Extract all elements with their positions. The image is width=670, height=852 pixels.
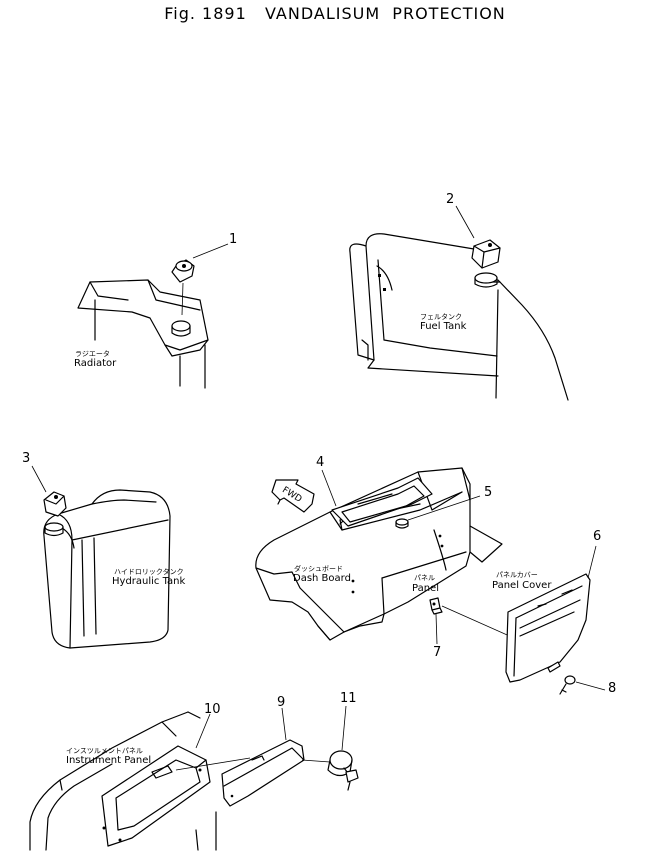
dash-board-label-jp: ダッシュボード — [294, 565, 343, 573]
leader-2 — [455, 205, 475, 239]
dash-board-label: Dash Board — [293, 573, 351, 584]
radiator-drawing — [77, 279, 209, 389]
hydraulic-tank-label: Hydraulic Tank — [112, 576, 186, 587]
instrument-panel-drawing — [29, 711, 217, 851]
leader-4 — [321, 469, 337, 507]
leader-11 — [341, 705, 347, 751]
radiator-label-jp: ラジエータ — [75, 350, 110, 358]
leader-9 — [281, 707, 287, 741]
lock-part-7 — [429, 597, 443, 615]
hydraulic-tank-label-jp: ハイドロリックタンク — [114, 568, 184, 576]
key-switch-part-11 — [327, 750, 359, 791]
instrument-panel-label-jp: インスツルメントパネル — [66, 747, 143, 755]
leader-5 — [407, 495, 481, 521]
figure-title: Fig. 1891 VANDALISUM PROTECTION — [164, 4, 506, 23]
callout-8: 8 — [608, 681, 617, 696]
radiator-label: Radiator — [74, 358, 117, 369]
panel-label: Panel — [412, 583, 439, 594]
fwd-arrow — [271, 479, 315, 513]
callout-9: 9 — [277, 695, 286, 710]
cover-part-9 — [221, 739, 305, 807]
assembly-line-11 — [301, 759, 331, 763]
callout-5: 5 — [484, 485, 493, 500]
leader-10 — [195, 713, 211, 749]
key-part-8 — [559, 675, 576, 695]
assembly-line-10 — [175, 757, 251, 771]
cap-part-3 — [43, 491, 67, 517]
cap-part-2 — [471, 239, 501, 288]
fuel-tank-label-jp: フェルタンク — [420, 313, 462, 321]
instrument-panel-label: Instrument Panel — [66, 755, 152, 766]
callout-1: 1 — [229, 232, 238, 247]
fuel-tank-drawing — [349, 233, 569, 401]
leader-7 — [435, 613, 438, 645]
fuel-tank-label: Fuel Tank — [420, 321, 467, 332]
lock-plate-part-4 — [331, 477, 433, 527]
callout-10: 10 — [204, 702, 221, 717]
hydraulic-tank-drawing — [43, 489, 171, 649]
panel-cover-label-jp: パネルカバー — [496, 571, 538, 579]
callout-2: 2 — [446, 192, 455, 207]
panel-label-jp: パネル — [414, 574, 435, 582]
leader-6 — [587, 545, 597, 579]
leader-3 — [31, 465, 47, 493]
callout-7: 7 — [433, 645, 442, 660]
bolt-part-5 — [395, 518, 409, 529]
cap-part-1 — [171, 259, 195, 316]
callout-4: 4 — [316, 455, 325, 470]
callout-11: 11 — [340, 691, 357, 706]
assembly-line-7 — [441, 605, 515, 639]
bezel-part-10 — [101, 745, 211, 847]
callout-3: 3 — [22, 451, 31, 466]
leader-1 — [192, 243, 229, 259]
callout-6: 6 — [593, 529, 602, 544]
leader-8 — [575, 681, 606, 691]
panel-cover-label: Panel Cover — [492, 580, 552, 591]
